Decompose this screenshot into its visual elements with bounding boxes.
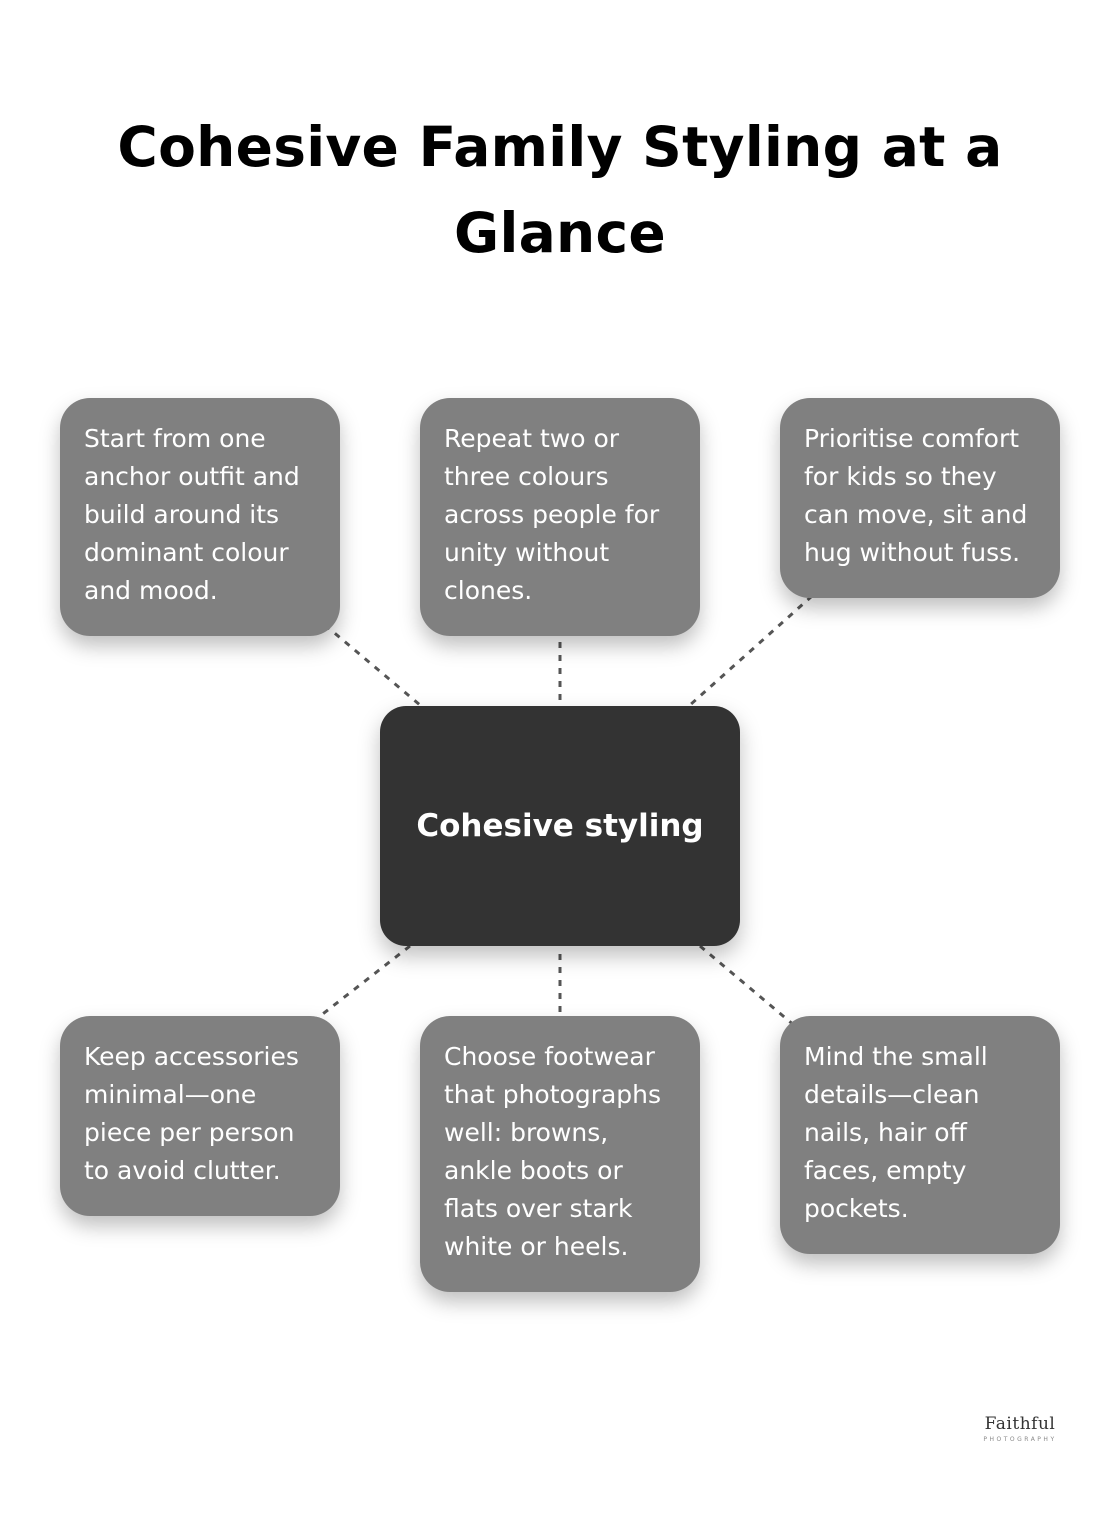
idea-node-anchor-outfit: Start from one anchor outfit and build a… xyxy=(60,398,340,636)
center-node-label: Cohesive styling xyxy=(416,808,704,844)
logo-subtitle: PHOTOGRAPHY xyxy=(983,1436,1057,1443)
idea-node-footwear: Choose footwear that photographs well: b… xyxy=(420,1016,700,1292)
connector-top-left xyxy=(324,623,421,707)
page-title: Cohesive Family Styling at a Glance xyxy=(117,115,1003,265)
connector-top-right xyxy=(689,594,813,707)
idea-node-kids-comfort: Prioritise comfort for kids so they can … xyxy=(780,398,1060,598)
idea-node-text: Keep accessories minimal—one piece per p… xyxy=(84,1042,299,1185)
logo-name: Faithful xyxy=(984,1414,1056,1434)
idea-node-text: Repeat two or three colours across peopl… xyxy=(444,424,660,605)
brand-logo: Faithful PHOTOGRAPHY xyxy=(960,1414,1080,1443)
idea-node-small-details: Mind the small details—clean nails, hair… xyxy=(780,1016,1060,1254)
connector-bottom-right xyxy=(699,944,796,1028)
idea-node-text: Prioritise comfort for kids so they can … xyxy=(804,424,1028,567)
connector-bottom-left xyxy=(314,944,411,1022)
center-node: Cohesive styling xyxy=(380,706,740,946)
idea-node-text: Start from one anchor outfit and build a… xyxy=(84,424,300,605)
idea-node-text: Mind the small details—clean nails, hair… xyxy=(804,1042,988,1223)
idea-node-accessories: Keep accessories minimal—one piece per p… xyxy=(60,1016,340,1216)
idea-node-repeat-colours: Repeat two or three colours across peopl… xyxy=(420,398,700,636)
idea-node-text: Choose footwear that photographs well: b… xyxy=(444,1042,662,1261)
